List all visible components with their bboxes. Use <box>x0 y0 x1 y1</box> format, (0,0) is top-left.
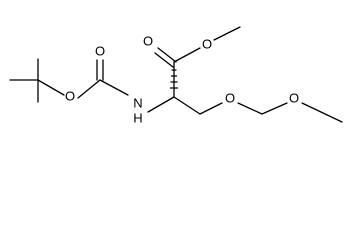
atom-label-ether-oxygen-1: O <box>225 91 235 106</box>
ester-c-o-double-1 <box>157 47 177 63</box>
oxygen-to-carbonyl-carbon <box>77 79 101 99</box>
stereo-hash-bond <box>169 69 179 89</box>
ch2-to-oxygen <box>199 102 223 115</box>
atom-label-amine-nitrogen: N <box>133 96 142 111</box>
tbutyl-to-ester-oxygen <box>37 79 65 96</box>
oxygen-to-terminal-methyl <box>301 102 343 123</box>
atom-label-carbamate-carbonyl-oxygen: O <box>95 44 105 59</box>
atom-label-ester-carbonyl-oxygen: O <box>143 34 153 49</box>
chemical-structure-canvas: O O O N H O O O <box>9 26 343 126</box>
atom-label-carbamate-ester-oxygen: O <box>65 89 75 104</box>
ester-c-o-double-2 <box>154 52 174 68</box>
methylene-to-oxygen <box>261 102 288 115</box>
atom-labels: O O O N H O O O <box>65 34 299 126</box>
molecule-drawing: O O O N H O O O <box>9 26 343 126</box>
alpha-carbon-to-ch2 <box>173 96 201 115</box>
n-to-alpha-carbon <box>147 96 175 113</box>
atom-label-amine-hydrogen: H <box>133 111 142 126</box>
ester-oxygen-to-methyl <box>213 26 241 41</box>
oxygen-to-methylene <box>237 102 263 115</box>
bond-lines <box>9 26 343 123</box>
atom-label-ether-oxygen-2: O <box>289 91 299 106</box>
carbonyl-carbon-to-n <box>99 79 129 96</box>
atom-label-ester-oxygen: O <box>202 37 212 52</box>
ester-carbon-to-oxygen <box>173 47 201 63</box>
